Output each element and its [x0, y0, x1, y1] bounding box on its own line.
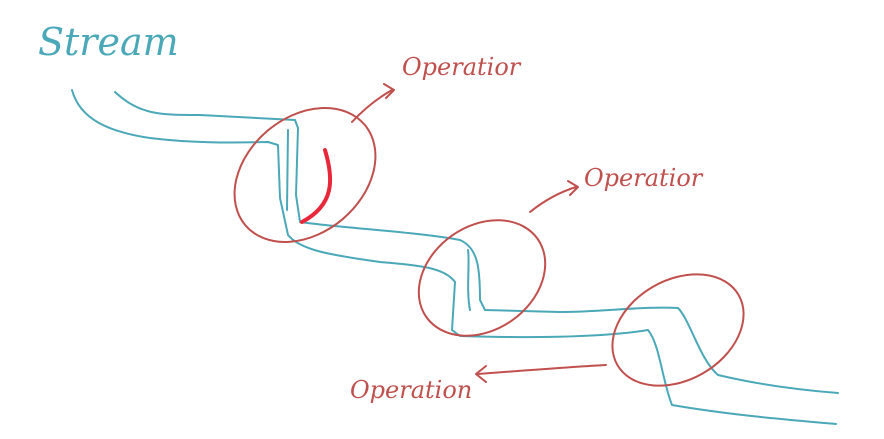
stream-inner-stroke-2 [467, 249, 471, 311]
stream-title: Stream [38, 20, 179, 64]
operation-label-2: Operatior [584, 164, 704, 192]
operation-ellipse-3 [611, 273, 745, 387]
operation-arrow-3 [475, 364, 607, 383]
stream-inner-stroke-1 [286, 129, 289, 211]
operation-label-1: Operatior [402, 53, 522, 81]
operation-label-3: Operation [350, 376, 472, 404]
highlight-stroke [300, 148, 333, 224]
operation-ellipse-1 [233, 107, 377, 243]
stream-pipe-bottom [71, 89, 837, 425]
stream-pipe-top [114, 91, 839, 394]
operation-ellipse-2 [417, 219, 547, 337]
operation-arrow-1 [351, 83, 395, 123]
operation-arrow-2 [529, 180, 579, 213]
